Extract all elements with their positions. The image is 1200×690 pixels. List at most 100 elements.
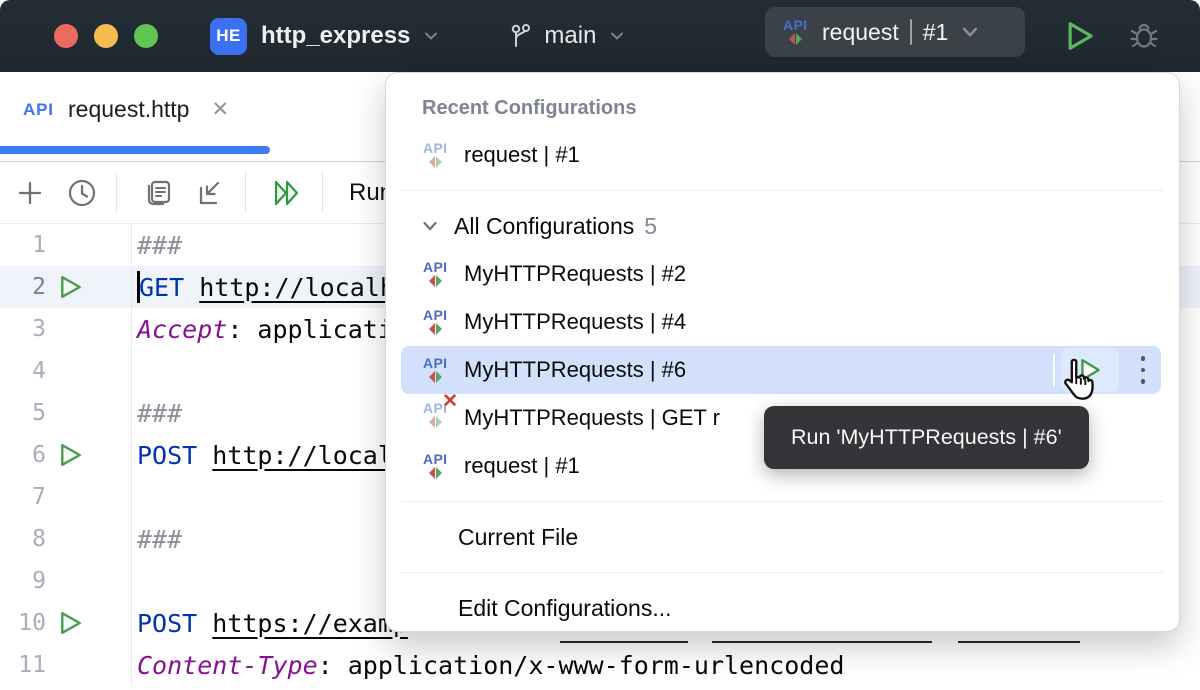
line-number: 7 (32, 484, 46, 510)
config-item[interactable]: MyHTTPRequests | #2 (386, 250, 1179, 298)
invalid-config-badge: ✕ (442, 391, 458, 412)
config-label: MyHTTPRequests | #2 (464, 261, 687, 286)
divider (401, 190, 1164, 191)
http-method: POST (137, 440, 198, 470)
config-item[interactable]: MyHTTPRequests | #4 (386, 298, 1179, 346)
config-label: MyHTTPRequests | #4 (464, 309, 687, 334)
editor-line: 4 (0, 350, 1200, 392)
editor-line: 3 Accept: applicati (0, 308, 1200, 350)
copy-examples-icon (147, 180, 171, 205)
project-avatar: HE (210, 17, 247, 55)
editor-line: 6 POST http://local (0, 434, 1200, 476)
svg-text:API: API (23, 100, 53, 119)
run-tooltip: Run 'MyHTTPRequests | #6' (764, 406, 1089, 469)
http-request-config-icon (423, 451, 447, 479)
header-value: : application/x-www-form-urlencoded (317, 650, 845, 680)
current-file-item[interactable]: Current File (458, 523, 579, 550)
tab-label: request.http (68, 95, 190, 122)
run-request-gutter-icon[interactable] (54, 611, 88, 635)
chevron-down-icon (611, 32, 624, 40)
run-configuration-selector[interactable]: request #1 (765, 7, 1025, 57)
git-branch-icon (512, 24, 531, 47)
toolbar-separator (245, 172, 246, 213)
run-all-requests-button[interactable] (266, 171, 310, 215)
editor-line: 11 Content-Type: application/x-www-form-… (0, 644, 1200, 686)
divider (401, 572, 1164, 573)
examples-button[interactable] (137, 171, 181, 215)
url-underline-fragment (712, 641, 932, 643)
space (184, 273, 199, 302)
import-button[interactable] (189, 171, 233, 215)
line-number: 8 (32, 526, 46, 552)
all-configurations-header[interactable]: All Configurations 5 (386, 202, 1179, 250)
editor-line: 8 ### (0, 518, 1200, 560)
edit-configurations-item[interactable]: Edit Configurations... (458, 594, 672, 621)
line-number: 10 (18, 610, 46, 636)
toolbar-separator (116, 172, 117, 213)
http-file-icon: API (23, 100, 53, 119)
space (197, 441, 212, 470)
run-icon (1080, 359, 1100, 381)
toolbar-separator (322, 172, 323, 213)
line-number: 5 (32, 400, 46, 426)
http-request-config-icon (423, 307, 447, 335)
config-item-selected[interactable]: MyHTTPRequests | #6 (401, 346, 1161, 394)
tooltip-text: Run 'MyHTTPRequests | #6' (791, 425, 1062, 449)
request-url: http://localh (199, 272, 395, 302)
request-url: http://local (212, 440, 393, 470)
http-request-config-icon (423, 259, 447, 287)
run-request-gutter-icon[interactable] (54, 275, 88, 299)
line-number: 6 (32, 442, 46, 468)
editor-line: 1 ### (0, 224, 1200, 266)
run-request-gutter-icon[interactable] (54, 443, 88, 467)
branch-name: main (544, 22, 597, 49)
project-widget[interactable]: HE http_express (210, 17, 442, 55)
show-history-button[interactable] (60, 171, 104, 215)
debug-button[interactable] (1122, 14, 1166, 58)
vcs-widget[interactable]: main (508, 22, 628, 50)
line-number: 11 (18, 652, 46, 678)
editor-line: 7 (0, 476, 1200, 518)
config-label: MyHTTPRequests | #6 (464, 357, 687, 382)
close-tab-icon[interactable]: ✕ (211, 97, 230, 121)
run-config-number: #1 (922, 18, 949, 45)
project-name: http_express (261, 22, 411, 49)
bug-icon (1130, 23, 1158, 48)
recent-config-item[interactable]: request | #1 (386, 131, 1179, 179)
chevron-down-icon (963, 27, 978, 38)
close-window-button[interactable] (54, 24, 78, 48)
config-item[interactable]: request | #1 (386, 442, 1179, 490)
request-separator: ### (137, 524, 183, 554)
http-request-config-icon (423, 140, 447, 168)
run-button[interactable] (1058, 14, 1102, 58)
traffic-lights (54, 24, 158, 48)
config-item-invalid[interactable]: ✕ MyHTTPRequests | GET r (386, 391, 1179, 442)
request-separator: ### (137, 398, 183, 428)
active-tab-indicator (0, 146, 270, 154)
space (197, 609, 212, 638)
run-all-icon (274, 180, 299, 205)
header-value: : applicati (227, 314, 393, 344)
request-url: https://examp (212, 608, 408, 638)
title-bar: HE http_express main request #1 (0, 0, 1200, 72)
line-number: 9 (32, 568, 46, 594)
url-underline-fragment (958, 641, 1080, 643)
run-config-name: request (822, 18, 899, 45)
editor-line: 9 (0, 560, 1200, 602)
popup-section-title: Recent Configurations (422, 97, 637, 119)
line-number: 4 (32, 358, 46, 384)
config-count-badge: 5 (644, 212, 658, 239)
line-number: 1 (32, 232, 46, 258)
request-separator: ### (137, 230, 183, 260)
editor-line: 5 ### (0, 392, 1200, 434)
add-request-button[interactable] (8, 171, 52, 215)
hand-pointer-cursor (1056, 358, 1098, 409)
more-actions-kebab-icon[interactable] (1140, 356, 1145, 384)
tab-request-http[interactable]: API request.http ✕ (0, 72, 253, 146)
minimize-window-button[interactable] (94, 24, 118, 48)
zoom-window-button[interactable] (134, 24, 158, 48)
line-number: 2 (32, 274, 46, 300)
run-configurations-popup: Recent Configurations request | #1 All C… (385, 72, 1180, 632)
text-caret (137, 271, 140, 303)
